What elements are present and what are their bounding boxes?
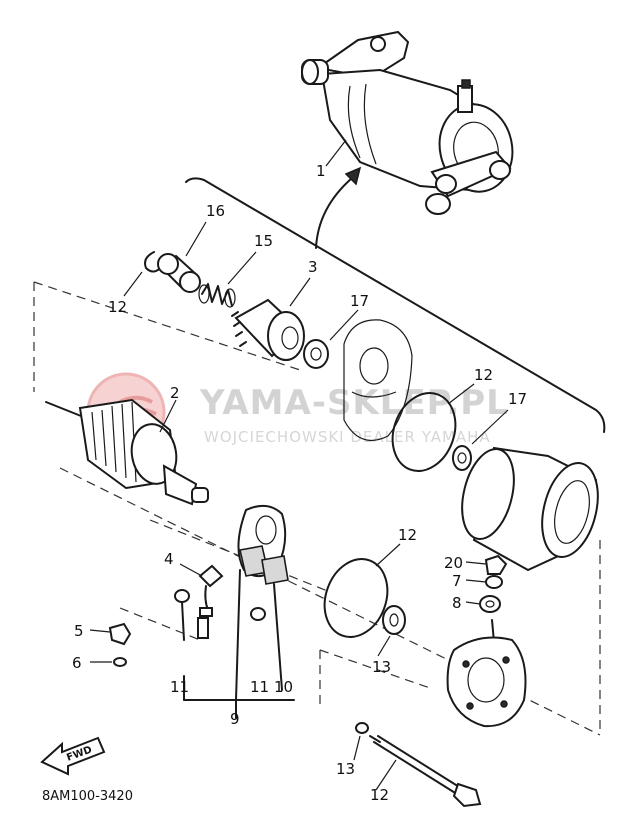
callout-10: 10 — [274, 678, 293, 696]
explosion-bracket — [185, 177, 606, 433]
callout-16: 15 — [254, 232, 273, 250]
callout-12a: 12 — [474, 366, 493, 384]
screw-11-left — [174, 589, 209, 641]
callout-15: 13 — [336, 760, 355, 778]
yoke-housing — [461, 446, 599, 572]
through-bolt-14 — [369, 735, 482, 808]
drawing-code: 8AM100-3420 — [42, 789, 133, 804]
washer-17-lower — [382, 605, 406, 635]
armature-2 — [45, 398, 209, 506]
callout-12b: 12 — [398, 526, 417, 544]
callout-6: 6 — [72, 654, 82, 672]
brush-plate — [235, 504, 289, 701]
callout-9: 9 — [230, 710, 240, 728]
watermark-subtitle: WOJCIECHOWSKI DEALER YAMAHA — [204, 428, 491, 446]
callout-20: 20 — [444, 554, 463, 572]
o-ring-12-lower — [323, 558, 389, 638]
callout-18: 17 — [508, 390, 527, 408]
callout-17b: 13 — [372, 658, 391, 676]
callout-14: 12 — [370, 786, 389, 804]
washer-15 — [355, 722, 369, 734]
callout-1: 1 — [316, 162, 326, 180]
callout-7: 7 — [452, 572, 462, 590]
front-housing — [343, 319, 413, 441]
cap-5 — [108, 622, 132, 646]
callout-13: 12 — [108, 298, 127, 316]
pinion-clutch-3 — [231, 298, 305, 361]
washer-7 — [485, 575, 503, 589]
spring-16 — [198, 283, 236, 308]
watermark-title: YAMA-SKLEP.PL — [199, 383, 509, 423]
callout-19: 16 — [206, 202, 225, 220]
o-ring-12-upper — [391, 392, 457, 472]
collar-19 — [157, 253, 201, 293]
brush-4 — [198, 564, 224, 617]
callout-11b: 11 — [250, 678, 269, 696]
callout-17a: 17 — [350, 292, 369, 310]
callout-4: 4 — [164, 550, 174, 568]
washer-17-upper — [303, 339, 329, 369]
callout-2: 2 — [170, 384, 180, 402]
bushing-8 — [479, 595, 501, 613]
nut-20 — [484, 554, 508, 575]
callout-11a: 11 — [170, 678, 189, 696]
circlip-13 — [144, 251, 163, 273]
rear-cover — [446, 619, 527, 728]
washer-6 — [113, 657, 127, 667]
callout-5: 5 — [74, 622, 84, 640]
screw-11-right — [250, 607, 266, 621]
callout-3: 3 — [308, 258, 318, 276]
seal-18 — [452, 445, 472, 471]
brush-group-bracket — [183, 675, 295, 719]
assembly-arrow — [315, 177, 353, 249]
fwd-arrow-icon: FWD — [40, 736, 106, 776]
callout-8: 8 — [452, 594, 462, 612]
starter-motor-assembly — [301, 30, 514, 215]
